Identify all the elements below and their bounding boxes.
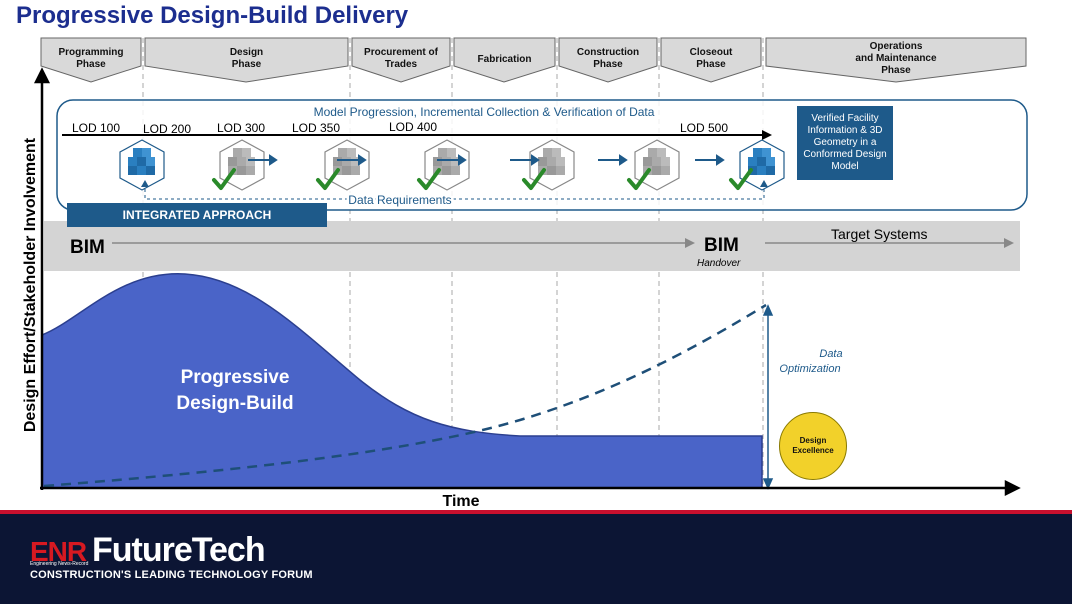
lod-label: LOD 100 [72,121,120,135]
target-systems-label: Target Systems [831,226,927,242]
data-optimization-label-line1: Data [819,348,842,360]
phase-chevron-construction [558,37,658,83]
progression-arrow-icons [248,154,725,166]
integrated-approach-text: INTEGRATED APPROACH [122,208,272,222]
phase-chevron-closeout [660,37,762,83]
model-progression-label: Model Progression, Incremental Collectio… [314,105,655,119]
lod-cube-icons [119,139,785,191]
bim-left-label: BIM [70,237,105,258]
lod-label: LOD 400 [389,120,437,134]
area-label-line1: Progressive [181,367,290,388]
design-excellence-circle: Design Excellence [779,412,847,480]
logo-subtext: Engineering News-Record [30,561,89,567]
chart-axes [33,67,1021,497]
x-axis-label: Time [442,493,479,510]
footer-red-line [0,510,1072,514]
checkmark-icons [212,168,753,190]
phase-chevron-programming [40,37,142,83]
handover-label: Handover [697,258,741,269]
logo-enr: ENR [30,536,87,567]
data-optimization-curve [43,303,767,488]
page-title: Progressive Design-Build Delivery [16,2,409,29]
bim-right-label: BIM [704,235,739,256]
diagram-canvas: Model Progression, Incremental Collectio… [22,37,1028,510]
logo-futuretech: FutureTech [92,531,266,569]
bim-band [44,221,1020,271]
phase-label-programming: Programming Phase [58,47,124,70]
data-optimization-arrow [762,304,774,490]
footer-tagline: CONSTRUCTION'S LEADING TECHNOLOGY FORUM [30,569,313,581]
data-optimization-label-line2: Optimization [779,363,840,375]
integrated-approach-banner: INTEGRATED APPROACH [67,203,327,227]
y-axis-label: Design Effort/Stakeholder Involvement [22,137,39,432]
phase-label-procurement: Procurement of Trades [364,47,438,70]
phase-chevron-fabrication [453,37,556,83]
phase-chevron-design [144,37,349,83]
phase-label-operations: Operations and Maintenance Phase [855,41,937,76]
lod-label: LOD 300 [217,121,265,135]
phase-label-design: Design Phase [229,47,264,70]
phase-chevrons [40,37,1027,83]
data-requirements-label: Data Requirements [348,193,451,207]
footer [0,510,1072,604]
lod-label: LOD 200 [143,122,191,136]
phase-label-fabrication: Fabrication [477,54,532,65]
phase-chevron-operations [765,37,1027,83]
cube-icon [739,139,785,191]
verified-callout-text: Verified Facility Information & 3D Geome… [803,113,887,172]
lod-label: LOD 500 [680,121,728,135]
verified-callout: Verified Facility Information & 3D Geome… [797,106,893,180]
data-requirements-connector [144,183,765,200]
phase-label-closeout: Closeout Phase [689,47,733,70]
design-excellence-text: Design Excellence [792,436,834,455]
area-label-line2: Design-Build [176,393,293,414]
cube-icon [119,139,165,191]
phase-chevron-procurement [351,37,451,83]
phase-label-construction: Construction Phase [576,47,640,70]
lod-label: LOD 350 [292,121,340,135]
progressive-design-build-area [41,273,763,489]
slide: Progressive Design-Build Delivery [16,2,1028,510]
